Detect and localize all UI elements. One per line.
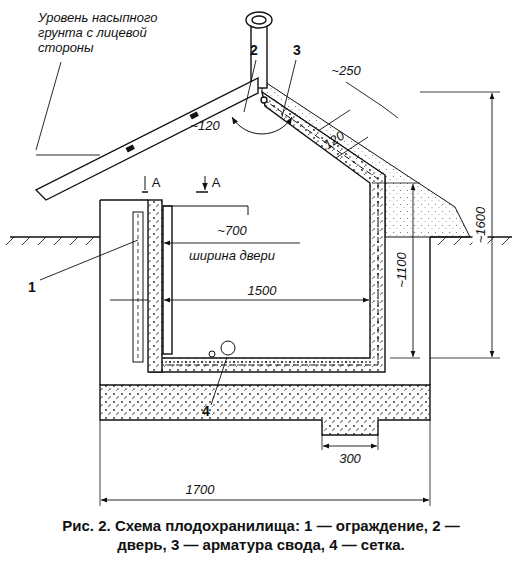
vent-cap xyxy=(246,12,272,28)
door xyxy=(163,206,172,354)
dimension: 300 xyxy=(339,451,361,466)
front-wall-slab xyxy=(148,200,162,372)
dimension: ~1600 xyxy=(473,205,488,246)
earth-mound xyxy=(262,80,470,237)
dimension: 1700 xyxy=(184,482,217,497)
vault-rebar xyxy=(156,99,378,365)
foundation xyxy=(100,385,430,435)
section-letter: А xyxy=(152,175,161,190)
vault-shell xyxy=(150,92,385,372)
callout-number: 2 xyxy=(250,43,258,58)
dimension: ~120 xyxy=(190,118,219,133)
dimension-note: ширина двери xyxy=(187,248,277,263)
callout-number: 4 xyxy=(202,404,210,419)
dimension: ~250 xyxy=(331,63,360,78)
angle-arc xyxy=(232,117,292,134)
section-letter: А xyxy=(212,175,221,190)
front-roof xyxy=(36,78,258,200)
figure-caption: Рис. 2. Схема плодохранилища: 1 — огражд… xyxy=(40,516,482,554)
section-line xyxy=(142,191,208,193)
vent-pipe xyxy=(251,26,267,88)
level-note: Уровень насыпного грунта с лицевой сторо… xyxy=(38,10,166,55)
dimension: ~1100 xyxy=(394,250,409,290)
leader-lines xyxy=(36,60,296,405)
ground-line xyxy=(10,236,512,238)
floor-mesh xyxy=(165,362,368,363)
dimension: 1500 xyxy=(246,283,279,298)
callout-number: 3 xyxy=(293,43,301,58)
dimension: ~700 xyxy=(217,223,246,238)
callout-number: 1 xyxy=(28,280,36,295)
